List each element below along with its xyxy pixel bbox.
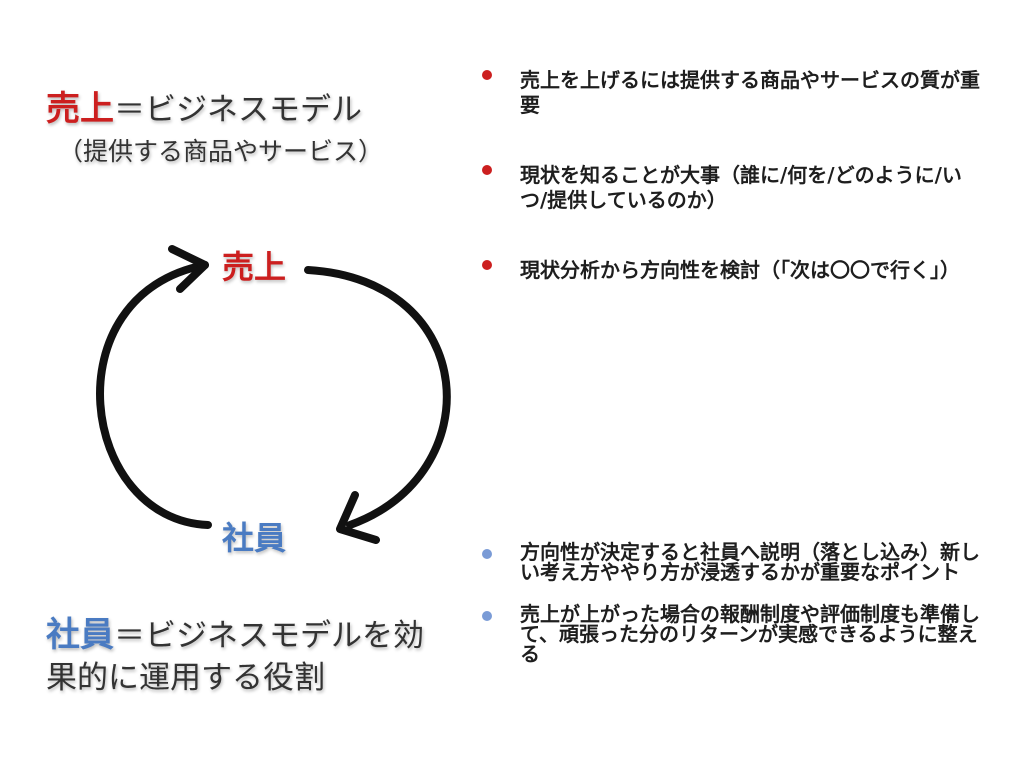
list-item: 方向性が決定すると社員へ説明（落とし込み）新しい考え方ややり方が浸透するかが重要…: [480, 542, 980, 582]
bullet-list-bottom: 方向性が決定すると社員へ説明（落とし込み）新しい考え方ややり方が浸透するかが重要…: [480, 542, 980, 686]
cycle-node-sales: 売上: [222, 248, 287, 286]
bullet-dot-icon: [482, 549, 492, 559]
list-item: 現状分析から方向性を検討（「次は〇〇で行く」）: [480, 258, 980, 283]
sales-definition-sub: （提供する商品やサービス）: [58, 137, 384, 166]
cycle-node-staff: 社員: [222, 519, 287, 557]
bullet-list-top: 売上を上げるには提供する商品やサービスの質が重要 現状を知ることが大事（誰に/何…: [480, 68, 980, 328]
bullet-dot-icon: [482, 260, 492, 270]
arrowhead-top: [168, 245, 209, 293]
list-item: 売上を上げるには提供する商品やサービスの質が重要: [480, 68, 980, 118]
bullet-dot-icon: [482, 165, 492, 175]
staff-key: 社員: [46, 615, 114, 655]
staff-definition-line2: 果的に運用する役割: [46, 660, 325, 696]
arrowhead-bottom: [336, 491, 380, 544]
staff-definition: 社員＝ビジネスモデルを効 果的に運用する役割: [46, 614, 476, 699]
cycle-arrow-right: [304, 266, 451, 529]
list-item: 売上が上がった場合の報酬制度や評価制度も準備して、頑張った分のリターンが実感でき…: [480, 604, 980, 664]
sales-definition: 売上＝ビジネスモデル: [46, 88, 466, 131]
cycle-arrows: [96, 245, 451, 544]
cycle-arrow-left: [96, 261, 212, 529]
staff-definition-text: ＝ビジネスモデルを効: [114, 618, 424, 654]
cycle-diagram: [50, 225, 490, 575]
bullet-dot-icon: [482, 70, 492, 80]
sales-definition-text: ＝ビジネスモデル: [114, 92, 362, 128]
list-item: 現状を知ることが大事（誰に/何を/どのように/いつ/提供しているのか）: [480, 163, 980, 213]
sales-key: 売上: [46, 89, 114, 129]
bullet-dot-icon: [482, 611, 492, 621]
